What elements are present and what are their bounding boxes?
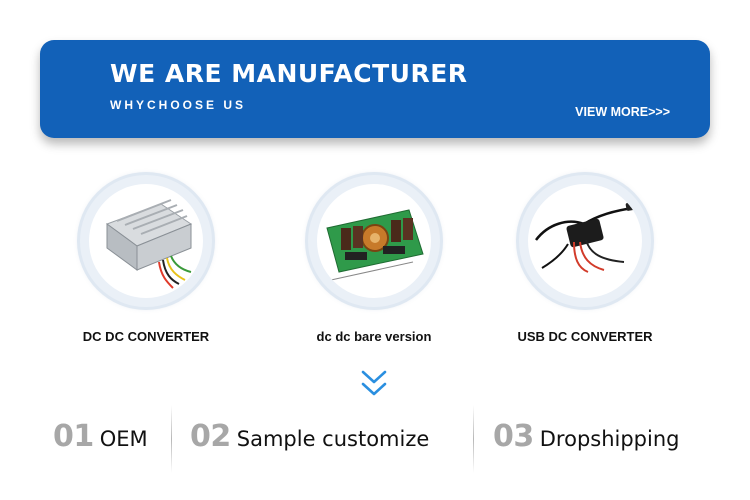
pcb-board-icon bbox=[326, 209, 424, 281]
product-label: DC DC CONVERTER bbox=[82, 329, 210, 344]
aluminum-converter-icon bbox=[105, 199, 193, 289]
feature-sample-customize: 02 Sample customize bbox=[190, 419, 429, 454]
product-card-usb-dc-converter[interactable]: USB DC CONVERTER bbox=[515, 175, 655, 344]
chevron-down-icon bbox=[361, 370, 387, 396]
product-label: USB DC CONVERTER bbox=[517, 329, 653, 344]
feature-label: Dropshipping bbox=[539, 427, 680, 451]
header-banner: WE ARE MANUFACTURER WHYCHOOSE US VIEW MO… bbox=[40, 40, 710, 138]
feature-number: 03 bbox=[493, 419, 534, 454]
feature-number: 02 bbox=[190, 419, 231, 454]
feature-divider bbox=[171, 405, 172, 473]
product-card-dc-dc-converter[interactable]: DC DC CONVERTER bbox=[76, 175, 216, 344]
product-image-frame bbox=[308, 175, 440, 307]
product-image-frame bbox=[80, 175, 212, 307]
product-image-frame bbox=[519, 175, 651, 307]
feature-number: 01 bbox=[53, 419, 94, 454]
features-row: 01 OEM 02 Sample customize 03 Dropshippi… bbox=[0, 405, 750, 475]
feature-divider bbox=[473, 405, 474, 473]
banner-subtitle: WHYCHOOSE US bbox=[110, 98, 247, 112]
feature-dropshipping: 03 Dropshipping bbox=[493, 419, 680, 454]
product-card-dc-dc-bare-version[interactable]: dc dc bare version bbox=[304, 175, 444, 344]
feature-label: Sample customize bbox=[236, 427, 430, 451]
product-label: dc dc bare version bbox=[316, 329, 432, 344]
feature-oem: 01 OEM bbox=[53, 419, 148, 454]
banner-title: WE ARE MANUFACTURER bbox=[110, 59, 468, 88]
feature-label: OEM bbox=[99, 427, 148, 451]
usb-cable-converter-icon bbox=[535, 201, 641, 273]
view-more-link[interactable]: VIEW MORE>>> bbox=[575, 105, 670, 119]
